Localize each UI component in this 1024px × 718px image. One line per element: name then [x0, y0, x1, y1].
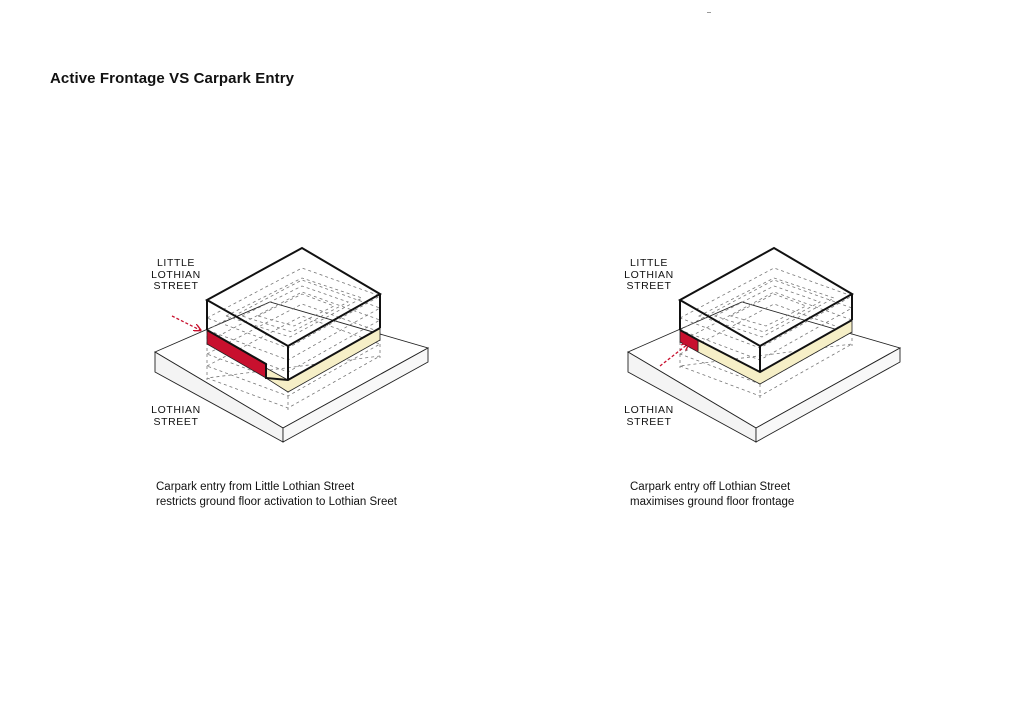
left-massing-diagram [154, 246, 430, 443]
right-carpark-arrow [659, 344, 688, 367]
page-mark [707, 12, 711, 13]
caption-right: Carpark entry off Lothian Street maximis… [630, 480, 950, 510]
right-dashed-floors [679, 267, 853, 398]
caption-right-line-2: maximises ground floor frontage [630, 496, 795, 508]
left-carpark-arrow [171, 315, 200, 330]
street-label-lothian-right: LOTHIAN STREET [624, 404, 674, 428]
left-ground-slab [154, 301, 430, 443]
street-label-little-lothian-left: LITTLE LOTHIAN STREET [151, 257, 201, 292]
left-building-block [204, 246, 382, 382]
right-building-block [677, 246, 854, 374]
street-label-little-lothian-right: LITTLE LOTHIAN STREET [624, 257, 674, 292]
caption-left: Carpark entry from Little Lothian Street… [156, 480, 476, 510]
caption-right-line-1: Carpark entry off Lothian Street [630, 481, 791, 493]
caption-left-line-2: restricts ground floor activation to Lot… [156, 496, 397, 508]
street-label-lothian-left: LOTHIAN STREET [151, 404, 201, 428]
page-title: Active Frontage VS Carpark Entry [50, 70, 295, 87]
caption-left-line-1: Carpark entry from Little Lothian Street [156, 481, 355, 493]
right-massing-diagram [627, 246, 902, 443]
